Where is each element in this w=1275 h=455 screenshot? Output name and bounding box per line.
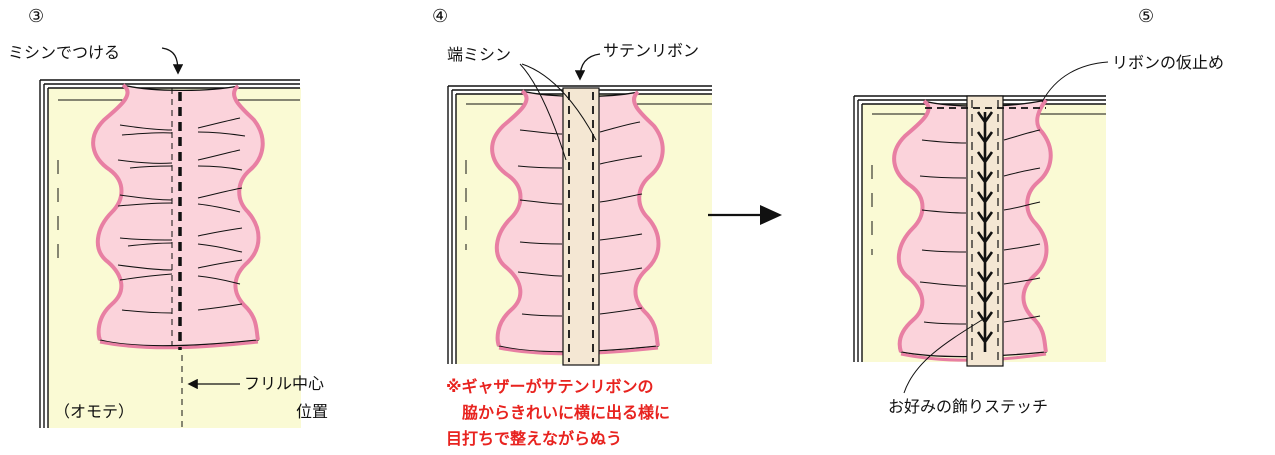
label-frill-center: フリル中心 <box>244 374 324 393</box>
frill-edge-right <box>232 84 265 341</box>
note-line-1: ※ギャザーがサテンリボンの <box>446 377 654 396</box>
label-machine-attach: ミシンでつける <box>8 43 120 62</box>
note-line-2: 脇からきれいに横に出る様に <box>446 403 670 422</box>
panel-step-3: ③ ミシンでつける フリル中心 位置 （オモテ） <box>8 6 328 428</box>
gather-marks <box>517 121 643 317</box>
gather-marks <box>919 129 1041 325</box>
label-edge-stitch: 端ミシン <box>447 45 511 64</box>
note-line-3: 目打ちで整えながらぬう <box>446 429 622 448</box>
frill-edge-left <box>91 83 130 341</box>
decorative-stitch <box>976 111 994 352</box>
gather-marks <box>117 117 246 314</box>
label-satin-ribbon: サテンリボン <box>603 41 699 60</box>
label-position: 位置 <box>296 402 328 421</box>
arrow-machine <box>161 47 184 75</box>
panel-step-5: ⑤ リボンの仮止め お好みの飾りステッチ <box>853 6 1224 416</box>
frill <box>92 84 264 347</box>
label-front-side: （オモテ） <box>54 402 134 421</box>
panel-step-4: ④ 端ミシン サテンリボン ※ギャザーがサテンリボンの 脇からきれいに横に出る様… <box>432 6 712 448</box>
step-number-3: ③ <box>28 6 44 27</box>
flow-arrow <box>708 205 782 225</box>
step-number-4: ④ <box>432 6 448 27</box>
step-number-5: ⑤ <box>1138 6 1154 27</box>
arrow-ribbon <box>574 53 601 81</box>
label-ribbon-tack: リボンの仮止め <box>1112 53 1224 72</box>
label-decorative-stitch: お好みの飾りステッチ <box>888 397 1048 416</box>
